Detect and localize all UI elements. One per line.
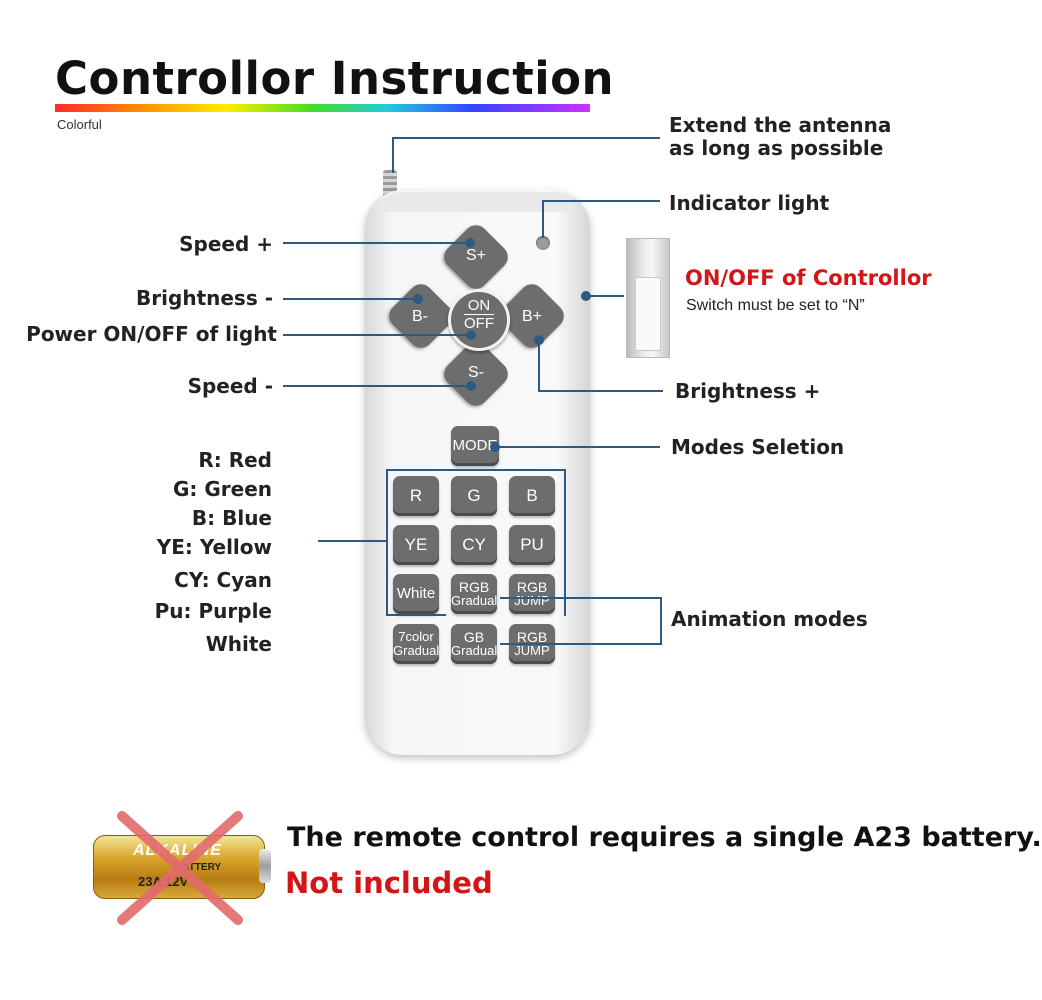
speed-plus-line <box>283 242 468 244</box>
switch-slider <box>635 277 661 351</box>
power-label: Power ON/OFF of light <box>26 322 277 346</box>
brightness-down-label: B- <box>412 308 428 325</box>
seven-color-gradual-button[interactable]: 7color Gradual <box>393 624 439 664</box>
rgb-jump-line1: RGB <box>516 579 548 595</box>
battery-image <box>93 835 265 899</box>
rgb-gradual-line1: RGB <box>458 579 490 595</box>
yellow-label: YE <box>404 535 428 554</box>
power-off-label: OFF <box>464 315 494 332</box>
speed-down-label: S- <box>468 364 484 381</box>
battery-note: The remote control requires a single A23… <box>287 822 1042 853</box>
antenna-line-h <box>392 137 660 139</box>
antenna-line-v <box>392 137 394 173</box>
green-label: G <box>467 486 481 505</box>
power-on-label: ON <box>467 297 491 314</box>
legend-green: G: Green <box>172 477 272 501</box>
animation-label: Animation modes <box>671 607 868 631</box>
seven-color-line2: Gradual <box>393 643 440 658</box>
brightness-minus-line <box>283 298 416 300</box>
rainbow-bar <box>55 104 590 112</box>
green-button[interactable]: G <box>451 476 497 516</box>
purple-label: PU <box>520 535 544 554</box>
speed-up-label: S+ <box>465 247 486 264</box>
subtitle: Colorful <box>57 117 102 132</box>
rgb-jump-2-line2: JUMP <box>514 643 550 658</box>
speed-minus-label: Speed - <box>187 374 273 398</box>
indicator-label: Indicator light <box>669 191 830 215</box>
switch-photo <box>626 238 670 358</box>
legend-blue: B: Blue <box>191 506 272 530</box>
legend-white: White <box>205 632 272 656</box>
animation-bracket <box>500 597 662 645</box>
white-button[interactable]: White <box>393 574 439 614</box>
color-keys-bracket-bottom <box>386 614 446 616</box>
switch-line <box>584 295 624 297</box>
mode-label: MODE <box>452 437 498 454</box>
brightness-plus-label: Brightness + <box>675 379 821 403</box>
battery-terminal <box>259 849 271 883</box>
brightness-plus-line-v <box>538 340 540 392</box>
cross-icon <box>117 811 243 925</box>
rgb-gradual-line2: Gradual <box>451 593 498 608</box>
indicator-line-h <box>542 200 660 202</box>
brightness-up-label: B+ <box>521 308 542 325</box>
power-line <box>283 334 468 336</box>
blue-label: B <box>526 486 538 505</box>
gb-gradual-line1: GB <box>463 629 485 645</box>
switch-dot <box>581 291 591 301</box>
color-legend-line <box>318 540 388 542</box>
red-label: R <box>409 486 423 505</box>
red-button[interactable]: R <box>393 476 439 516</box>
modes-line <box>494 446 660 448</box>
color-keys-bracket <box>386 469 566 616</box>
rgb-gradual-button[interactable]: RGB Gradual <box>451 574 497 614</box>
power-button[interactable] <box>448 289 510 351</box>
brightness-plus-line-h <box>538 390 663 392</box>
switch-title: ON/OFF of Controllor <box>685 266 932 290</box>
speed-minus-line <box>283 385 468 387</box>
blue-button[interactable]: B <box>509 476 555 516</box>
switch-note: Switch must be set to “N” <box>686 297 865 314</box>
indicator-line-v <box>542 200 544 238</box>
seven-color-line1: 7color <box>398 629 434 644</box>
not-included-label: Not included <box>285 866 493 900</box>
page-title: Controllor Instruction <box>55 52 615 105</box>
purple-button[interactable]: PU <box>509 525 555 565</box>
legend-yellow: YE: Yellow <box>156 535 272 559</box>
modes-dot <box>490 442 500 452</box>
speed-minus-dot <box>466 381 476 391</box>
yellow-button[interactable]: YE <box>393 525 439 565</box>
legend-purple: Pu: Purple <box>154 599 272 623</box>
indicator-light <box>536 236 550 250</box>
antenna-label-1: Extend the antenna <box>669 113 892 137</box>
brightness-minus-dot <box>413 294 423 304</box>
brightness-minus-label: Brightness - <box>136 286 273 310</box>
legend-cyan: CY: Cyan <box>174 568 272 592</box>
antenna-label-2: as long as possible <box>669 136 884 160</box>
speed-plus-label: Speed + <box>179 232 273 256</box>
modes-label: Modes Seletion <box>671 435 845 459</box>
cyan-button[interactable]: CY <box>451 525 497 565</box>
remote-top-cap <box>380 192 575 212</box>
gb-gradual-button[interactable]: GB Gradual <box>451 624 497 664</box>
legend-red: R: Red <box>198 448 272 472</box>
speed-plus-dot <box>465 238 475 248</box>
gb-gradual-line2: Gradual <box>451 643 498 658</box>
cyan-label: CY <box>462 535 486 554</box>
power-dot <box>466 330 476 340</box>
rgb-jump-2-line1: RGB <box>516 629 548 645</box>
white-label: White <box>396 585 436 602</box>
battery-type: BATTERY <box>175 862 222 873</box>
brightness-plus-dot <box>534 335 544 345</box>
